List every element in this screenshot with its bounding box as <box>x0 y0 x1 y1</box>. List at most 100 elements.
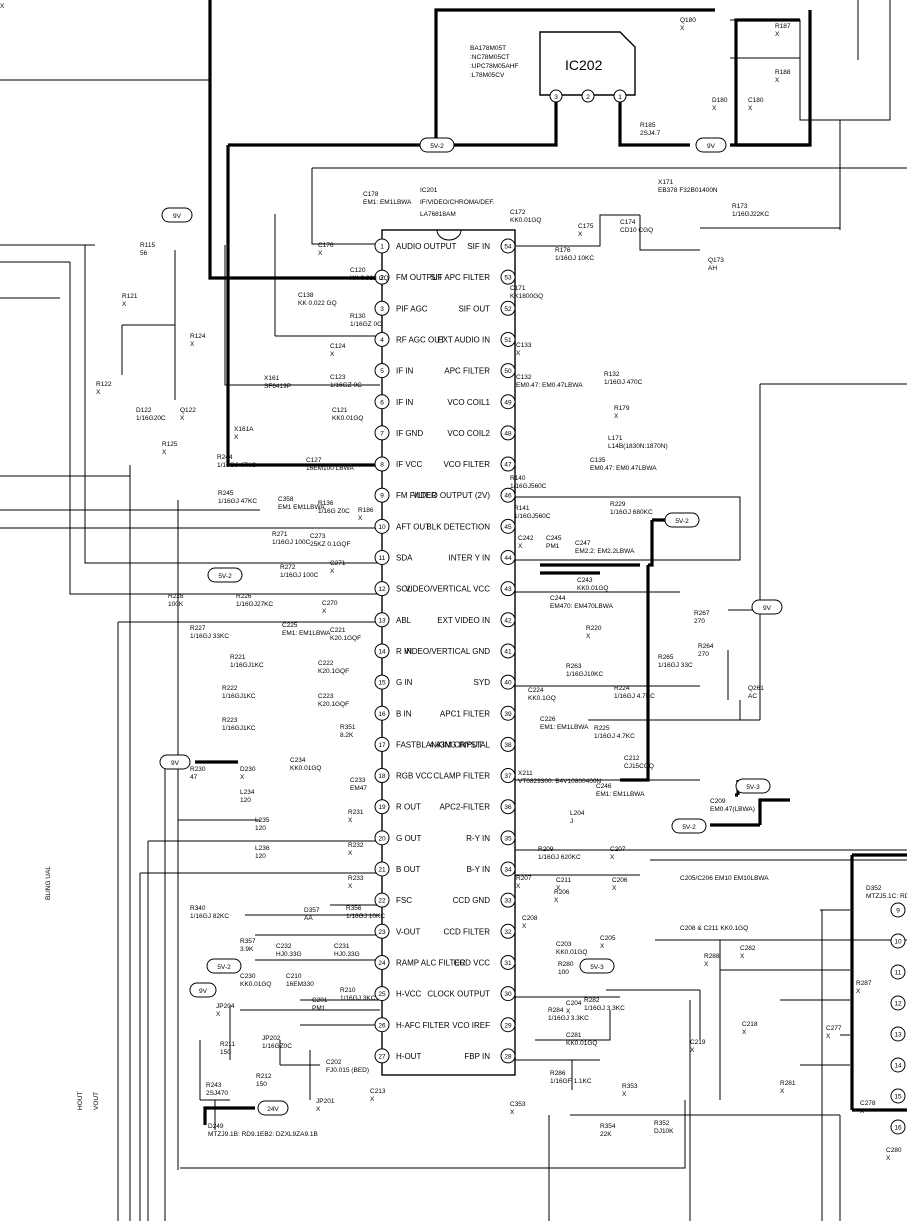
connector-pin-num: 9 <box>896 908 900 915</box>
component-value: X <box>330 351 335 358</box>
component-value: X <box>510 1109 515 1116</box>
component-ref: L171 <box>608 435 623 442</box>
component-ref: R140 <box>510 475 526 482</box>
component-value: HJ0.33G <box>334 951 360 958</box>
ic201-right-pin-num: 38 <box>504 742 512 749</box>
power-wire-4 <box>450 102 558 147</box>
component-value: SF6419P <box>264 383 291 390</box>
component-value: EM1: EM1LBWA <box>596 791 645 798</box>
component-value: X <box>316 1106 321 1113</box>
ic201-left-pin-num: 18 <box>378 773 386 780</box>
component-ref: R245 <box>218 490 234 497</box>
wire-11 <box>224 245 380 386</box>
ic201-left-pin-label: B IN <box>396 709 412 718</box>
component-value: EM1: EM1LBWA <box>282 630 331 637</box>
ic202-body <box>539 31 636 96</box>
ic201-left-pin <box>374 861 390 877</box>
component-value: 120 <box>255 825 266 832</box>
power-wire-0 <box>208 0 380 280</box>
ic201-right-pin <box>500 986 516 1002</box>
component-ref: R221 <box>230 654 246 661</box>
ic201-right-pin-label: SIF IN <box>467 242 490 251</box>
component-ref: R284 <box>548 1007 564 1014</box>
wire-25 <box>180 1100 686 1169</box>
component-ref: JP201 <box>316 1098 335 1105</box>
component-value: HJ0.33G <box>276 951 302 958</box>
component-ref: C280 <box>886 1147 902 1154</box>
component-value: EM2.2: EM2.2LBWA <box>575 548 635 555</box>
component-ref: C281 <box>566 1032 582 1039</box>
component-ref: C203 <box>556 941 572 948</box>
component-ref: Q261 <box>748 685 764 692</box>
component-ref: R173 <box>732 203 748 210</box>
component-value: X <box>704 961 709 968</box>
ic201-right-pin-num: 35 <box>504 835 512 842</box>
component-value: X <box>742 1029 747 1036</box>
component-value: 1/16GZ0C <box>262 1043 292 1050</box>
component-value: 1/16GZ 0C <box>330 382 362 389</box>
component-value: X <box>610 854 615 861</box>
component-ref: C132 <box>516 374 532 381</box>
component-ref: R267 <box>694 610 710 617</box>
component-value: X <box>96 389 101 396</box>
component-ref: R220 <box>586 625 602 632</box>
component-value: 1/16GJ 470C <box>604 379 643 386</box>
component-value: K20.1GQF <box>318 701 349 708</box>
ic201-left-pin <box>374 954 390 970</box>
rail-tag-label: 9V <box>707 143 716 150</box>
component-value: X <box>180 415 185 422</box>
rail-tag-label: 5V-2 <box>675 518 689 525</box>
ic201-right-pin <box>500 425 516 441</box>
component-ref: C208 <box>522 915 538 922</box>
power-wire-1 <box>226 145 380 467</box>
component-ref: C224 <box>528 687 544 694</box>
connector-pin-num: 16 <box>894 1125 902 1132</box>
component-value: X <box>348 817 353 824</box>
component-value: X <box>190 341 195 348</box>
ic201-left-pin-num: 17 <box>378 742 386 749</box>
ic201-right-pin-num: 34 <box>504 867 512 874</box>
wire-7 <box>84 245 380 564</box>
ic201-right-pin-num: 28 <box>504 1053 512 1060</box>
power-wire-6 <box>734 10 812 147</box>
ic201-left-pin-label: AUDIO OUTPUT <box>396 242 457 251</box>
component-ref: C121 <box>332 407 348 414</box>
component-value: X <box>162 449 167 456</box>
ic201-left-pin-num: 2 <box>380 275 384 282</box>
component-ref: R230 <box>190 766 206 773</box>
component-value: EM1 EM1LBWA <box>278 504 325 511</box>
component-ref: X161 <box>264 375 280 382</box>
ic201-left-pin-num: 4 <box>380 337 384 344</box>
component-value: X <box>516 883 521 890</box>
ic201-left-pin <box>374 518 390 534</box>
component-value: KK0.01GQ <box>566 1040 597 1047</box>
component-value: KK0.01GQ <box>577 585 608 592</box>
ic201-right-pin-label: EXT VIDEO IN <box>437 616 490 625</box>
component-value: 1/16GJ 4.7KC <box>594 733 635 740</box>
component-ref: C353 <box>510 1101 526 1108</box>
component-value: X <box>860 1108 865 1115</box>
component-value: KK0.01GQ <box>510 217 541 224</box>
ic201-left-pin-label: B OUT <box>396 865 421 874</box>
component-ref: R186 <box>358 507 374 514</box>
ic201-left-pin-label: H-VCC <box>396 990 422 999</box>
wire-51 <box>639 215 841 251</box>
rail-tag-label: 9V <box>199 988 208 995</box>
component-value: X <box>240 774 245 781</box>
component-value: CD10 CGQ <box>620 227 653 234</box>
ic201-right-pin-label: APC FILTER <box>444 367 490 376</box>
component-ref: R354 <box>600 1123 616 1130</box>
component-value: KK0.01GQ <box>332 415 363 422</box>
component-ref: R353 <box>622 1083 638 1090</box>
component-value: J <box>570 818 573 825</box>
component-value: EM1: EM1LBWA <box>363 199 412 206</box>
ic201-left-pin <box>374 487 390 503</box>
component-ref: R351 <box>340 724 356 731</box>
power-wire-5 <box>734 18 800 30</box>
component-ref: R281 <box>780 1080 796 1087</box>
ic201-right-pin-num: 37 <box>504 773 512 780</box>
ic201-left-pin <box>374 456 390 472</box>
component-value: 1/16GJ 680KC <box>610 509 653 516</box>
ic201-left-pin-label: H-AFC FILTER <box>396 1021 450 1030</box>
